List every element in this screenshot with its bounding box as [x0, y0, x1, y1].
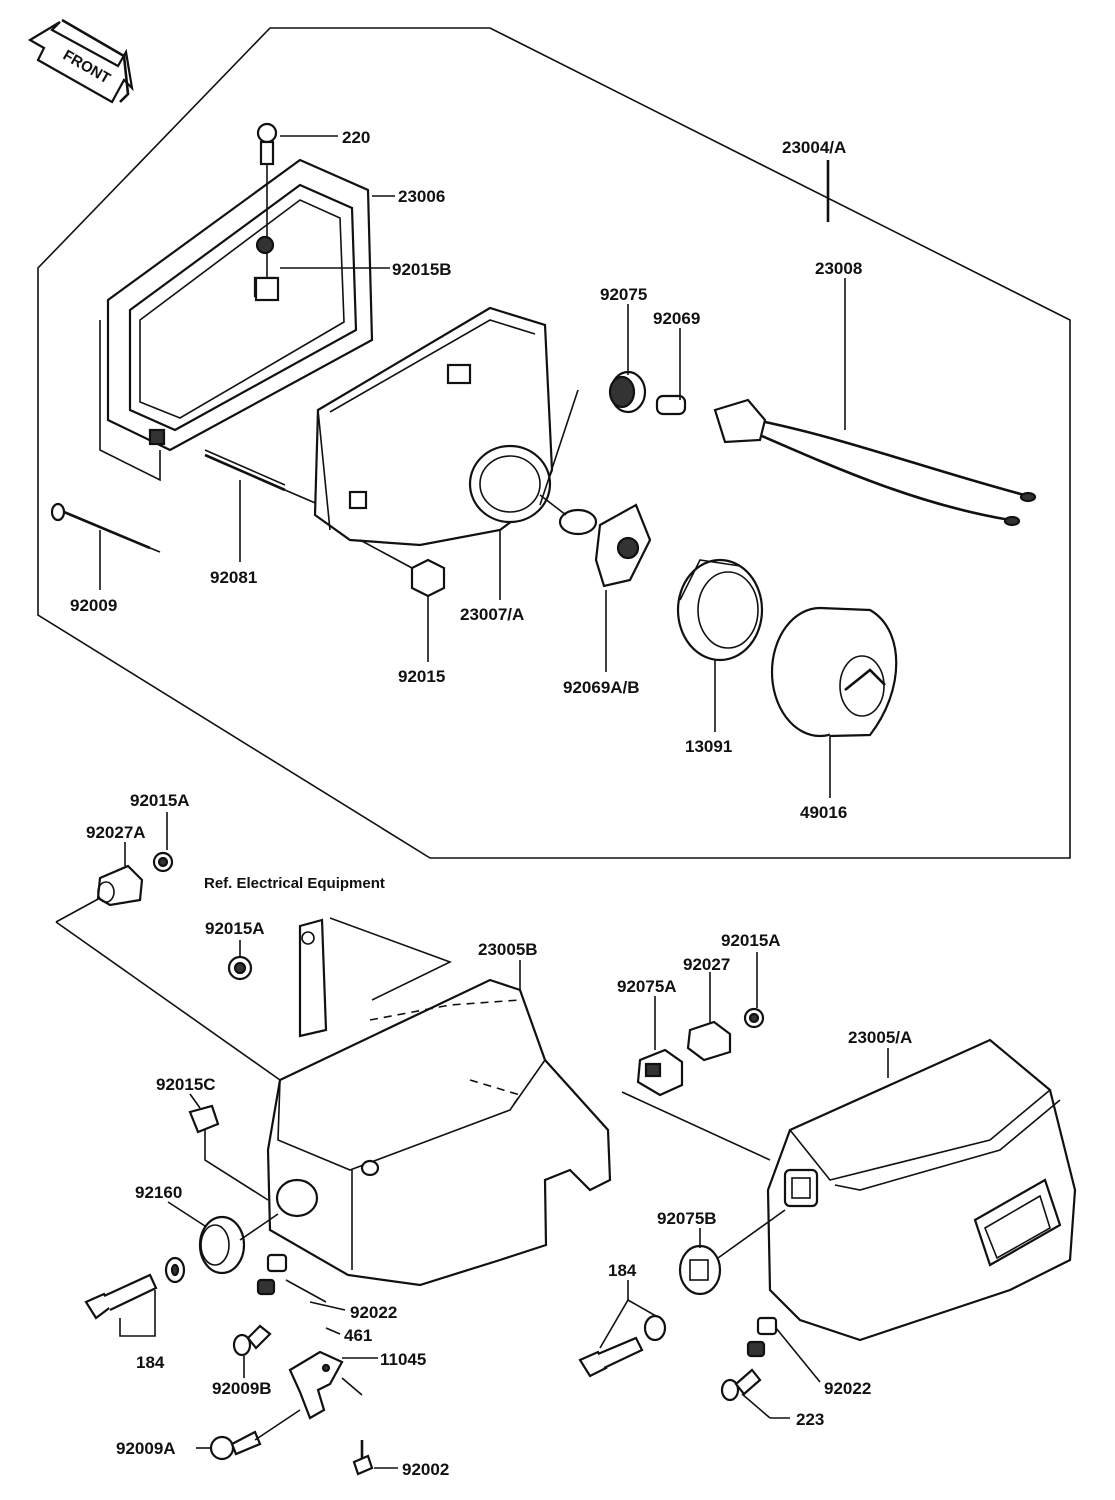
part-184-left: 184 — [136, 1353, 165, 1372]
screw-92009 — [50, 502, 161, 553]
grommet-92160 — [198, 1213, 279, 1275]
adjust-screw-92081 — [204, 449, 321, 506]
front-arrow-icon: FRONT — [27, 18, 134, 104]
nut-92015A-2 — [227, 955, 253, 981]
boot-49016 — [770, 606, 898, 738]
part-92160: 92160 — [135, 1183, 182, 1202]
nut-92015B — [254, 235, 280, 302]
part-92027: 92027 — [683, 955, 730, 974]
grommet-92075A — [636, 1048, 684, 1097]
bulb-92069 — [655, 394, 687, 416]
cover-23005A — [766, 1038, 1077, 1342]
grommet-92027 — [686, 1020, 732, 1062]
grommet-leader-2 — [55, 897, 101, 923]
bracket-ref — [298, 918, 328, 1038]
screw-92009A — [209, 1409, 301, 1461]
part-92081: 92081 — [210, 568, 257, 587]
ref-electrical-label: Ref. Electrical Equipment — [204, 875, 385, 892]
leader-lines — [99, 135, 889, 1469]
bracket-leader — [341, 1377, 363, 1396]
part-92015A-2: 92015A — [205, 919, 265, 938]
bulb-92069AB — [539, 494, 652, 588]
cover-23005B — [266, 978, 612, 1287]
part-23008: 23008 — [815, 259, 862, 278]
part-92015C: 92015C — [156, 1075, 216, 1094]
bush-leader — [285, 1279, 327, 1303]
part-92027A: 92027A — [86, 823, 146, 842]
socket-92075 — [608, 370, 647, 414]
part-92069: 92069 — [653, 309, 700, 328]
washer — [164, 1256, 186, 1284]
socket-leader — [539, 389, 579, 506]
screw-223 — [720, 1368, 762, 1402]
nut-92015A-3 — [743, 1007, 765, 1029]
screw-92009B — [232, 1324, 272, 1357]
bush-92022-left — [256, 1253, 288, 1296]
screw-92002 — [352, 1440, 374, 1476]
grommet-leader — [55, 921, 281, 1081]
part-92009: 92009 — [70, 596, 117, 615]
part-92069AB: 92069A/B — [563, 678, 640, 697]
part-49016: 49016 — [800, 803, 847, 822]
part-13091: 13091 — [685, 737, 732, 756]
nut-92015A-1 — [152, 851, 174, 873]
part-223: 223 — [796, 1410, 824, 1429]
ring-13091 — [676, 558, 764, 662]
part-23007A: 23007/A — [460, 605, 524, 624]
bush-92022-right — [746, 1316, 778, 1358]
bolt-184-left — [84, 1273, 158, 1337]
headlight-unit — [313, 306, 554, 547]
part-23006: 23006 — [398, 187, 445, 206]
part-184-right: 184 — [608, 1261, 637, 1280]
part-92015: 92015 — [398, 667, 445, 686]
ref-electrical-outline — [329, 917, 453, 1001]
clip-92015C — [188, 1104, 269, 1201]
part-220: 220 — [342, 128, 370, 147]
part-461: 461 — [344, 1326, 372, 1345]
cap-nut-92015 — [359, 539, 446, 598]
part-23004A: 23004/A — [782, 138, 846, 157]
part-92015A-1: 92015A — [130, 791, 190, 810]
part-92002: 92002 — [402, 1460, 449, 1479]
cover-right-leader — [621, 1091, 771, 1161]
part-23005B: 23005B — [478, 940, 538, 959]
part-92022-right: 92022 — [824, 1379, 871, 1398]
bolt-184-right — [578, 1298, 667, 1378]
part-92022-left: 92022 — [350, 1303, 397, 1322]
part-92015A-3: 92015A — [721, 931, 781, 950]
part-11045: 11045 — [380, 1350, 426, 1369]
part-92075B: 92075B — [657, 1209, 717, 1228]
bracket-11045 — [288, 1350, 344, 1420]
grommet-92027A — [96, 864, 144, 907]
part-92009B: 92009B — [212, 1379, 272, 1398]
part-92075: 92075 — [600, 285, 647, 304]
part-92075A: 92075A — [617, 977, 677, 996]
part-23005A: 23005/A — [848, 1028, 912, 1047]
assembly-outline — [37, 27, 1071, 859]
part-92009A: 92009A — [116, 1439, 176, 1458]
harness-23008 — [713, 398, 1037, 527]
part-92015B: 92015B — [392, 260, 452, 279]
